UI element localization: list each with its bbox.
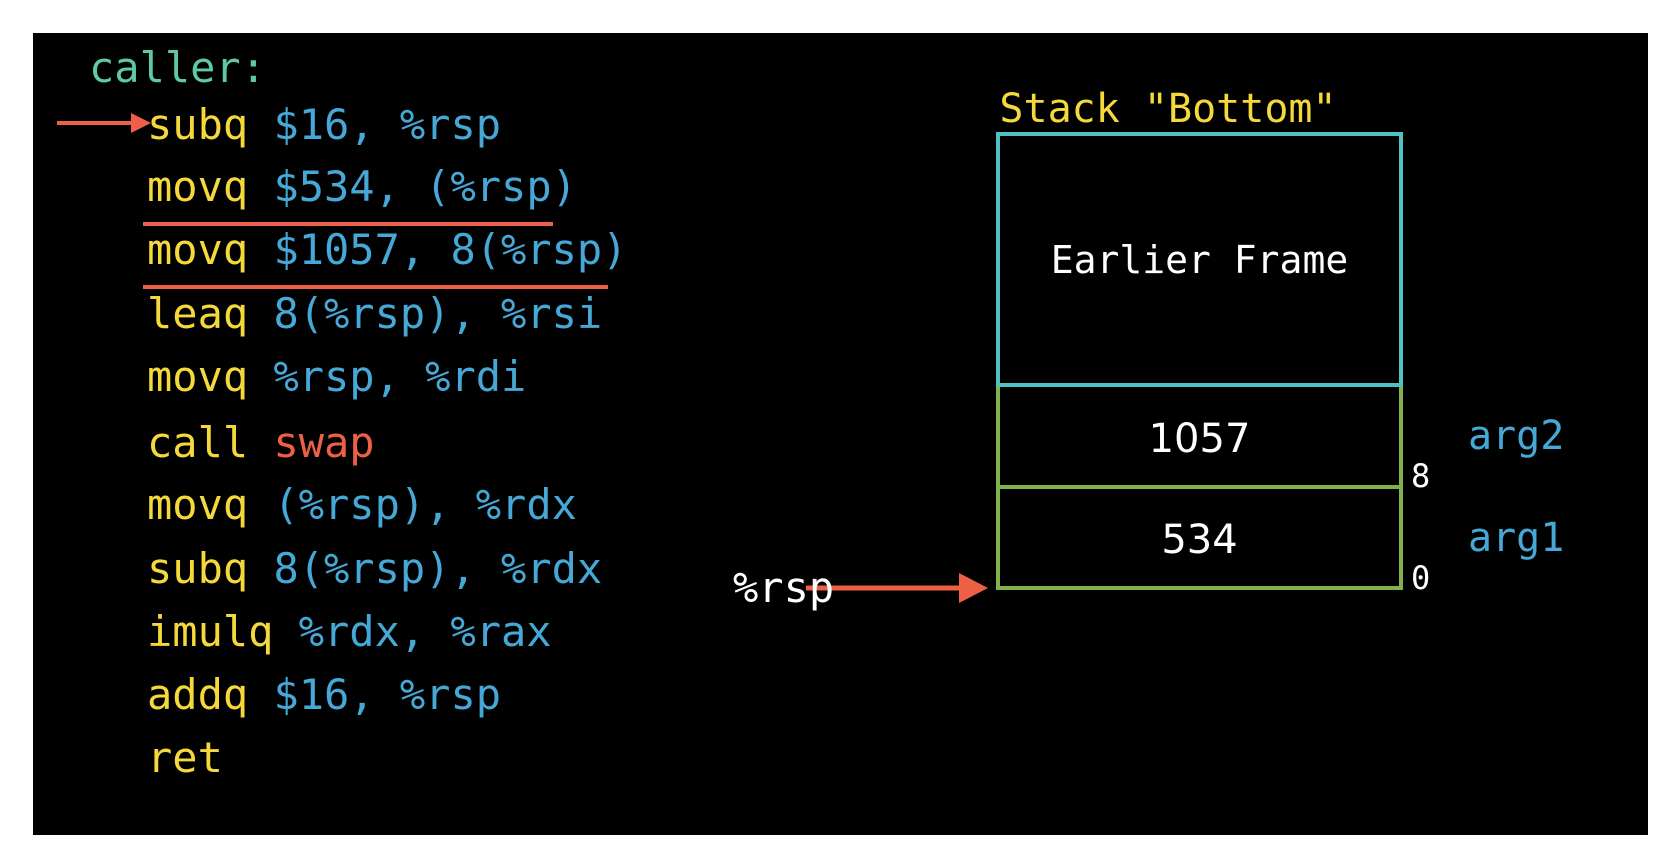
highlight-underline — [143, 222, 553, 226]
slot-value-upper: 1057 — [1148, 416, 1251, 462]
code-line: movq $534, (%rsp) — [147, 166, 577, 208]
code-line: movq %rsp, %rdi — [147, 356, 526, 398]
mnemonic: leaq — [147, 289, 249, 338]
rsp-pointer-label: %rsp — [733, 563, 835, 612]
stack-title: Stack "Bottom" — [999, 86, 1337, 132]
mnemonic: movq — [147, 225, 249, 274]
offset-upper: 8 — [1411, 457, 1431, 495]
mnemonic: subq — [147, 100, 249, 149]
operands: $16, %rsp — [273, 670, 502, 719]
highlight-underline — [143, 285, 608, 289]
operands: $16, %rsp — [273, 100, 502, 149]
mnemonic: movq — [147, 480, 249, 529]
stack-diagram — [806, 132, 1403, 603]
arg1-label: arg1 — [1468, 515, 1565, 561]
operands: 8(%rsp), %rsi — [273, 289, 603, 338]
mnemonic: addq — [147, 670, 249, 719]
current-instruction-arrow — [57, 113, 151, 133]
mnemonic: movq — [147, 162, 249, 211]
earlier-frame-label: Earlier Frame — [1050, 238, 1349, 282]
code-line: subq $16, %rsp — [147, 104, 501, 146]
slot-value-lower: 534 — [1161, 517, 1238, 563]
operands: 8(%rsp), %rdx — [273, 544, 603, 593]
operands: %rsp, %rdi — [273, 352, 527, 401]
mnemonic: imulq — [147, 607, 274, 656]
earlier-frame-box — [996, 132, 1403, 387]
mnemonic: ret — [147, 733, 223, 782]
code-line: imulq %rdx, %rax — [147, 611, 552, 653]
code-line: subq 8(%rsp), %rdx — [147, 548, 602, 590]
arg2-label: arg2 — [1468, 413, 1565, 459]
stack-slot-lower — [996, 485, 1403, 590]
code-line: leaq 8(%rsp), %rsi — [147, 293, 602, 335]
mnemonic: call — [147, 418, 249, 467]
offset-lower: 0 — [1411, 559, 1431, 597]
caller-label: caller: — [89, 43, 267, 92]
operands: %rdx, %rax — [298, 607, 552, 656]
code-line: movq $1057, 8(%rsp) — [147, 229, 627, 271]
code-line: addq $16, %rsp — [147, 674, 501, 716]
operands: $1057, 8(%rsp) — [273, 225, 628, 274]
operands: (%rsp), %rdx — [273, 480, 577, 529]
code-line: movq (%rsp), %rdx — [147, 484, 577, 526]
mnemonic: subq — [147, 544, 249, 593]
function-name: swap — [273, 418, 375, 467]
code-line: call swap — [147, 422, 375, 464]
slide: caller: subq $16, %rsp movq $534, (%rsp)… — [33, 33, 1648, 835]
code-line: ret — [147, 737, 223, 779]
mnemonic: movq — [147, 352, 249, 401]
operands: $534, (%rsp) — [273, 162, 577, 211]
